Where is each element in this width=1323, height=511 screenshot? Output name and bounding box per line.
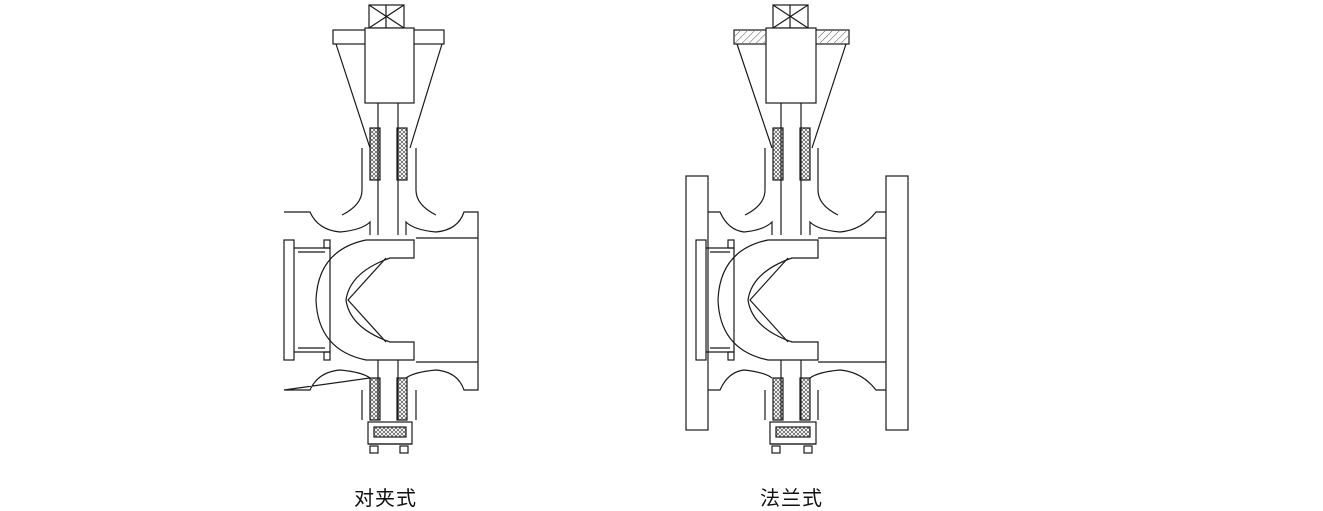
caption-flange-type: 法兰式 [760,486,823,510]
flange-left [685,175,709,431]
seat-ring [283,239,295,361]
packing-left [772,127,784,181]
valve-body-outer [283,211,479,391]
flange-right [885,175,909,431]
bracket-cone [736,43,847,149]
wafer-valve-drawing [283,4,479,454]
bracket-cone [335,43,443,149]
v-ball [717,239,819,361]
coupling-block [364,27,415,104]
coupling-block [765,27,817,104]
valve-body-outer [708,211,886,391]
seat-ring [695,239,707,361]
v-ball [315,239,415,361]
packing-right [799,127,811,181]
packing-left [369,127,381,181]
caption-wafer-type: 对夹式 [354,486,417,510]
flange-valve-drawing [685,4,909,454]
packing-right [396,127,408,181]
